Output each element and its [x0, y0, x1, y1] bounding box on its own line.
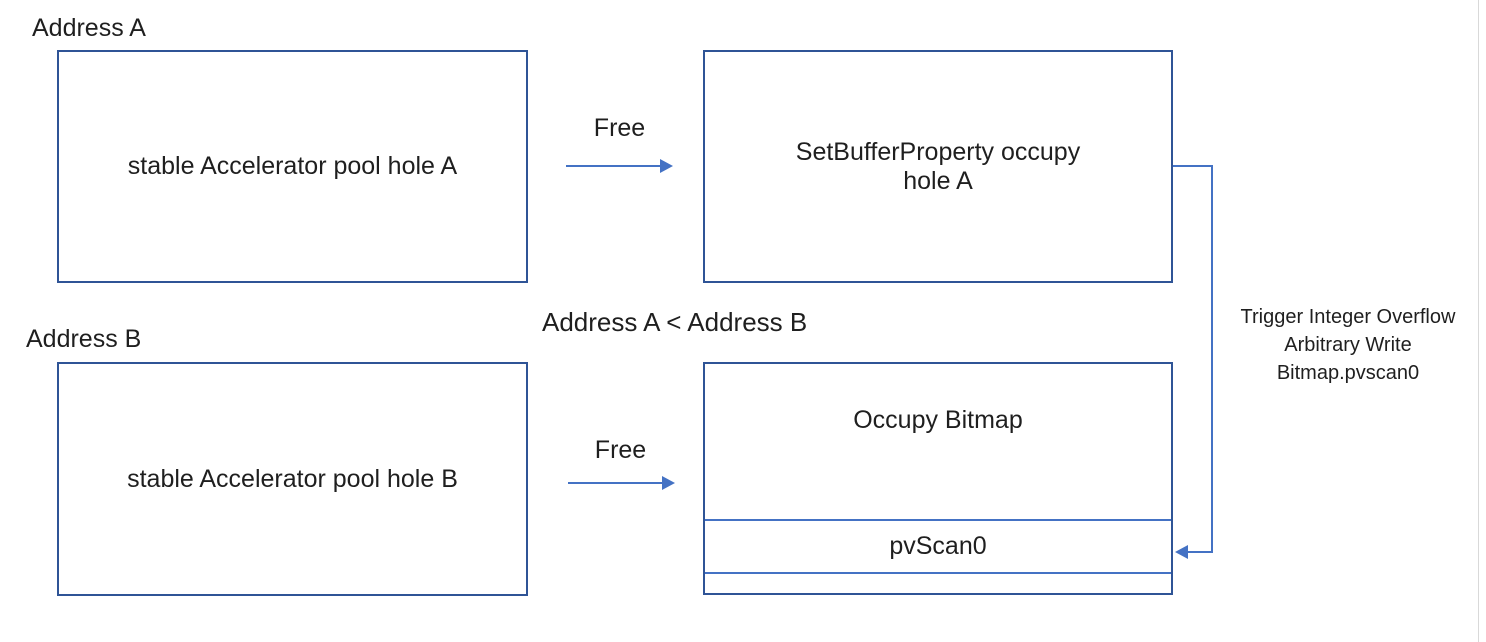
overflow-annotation-line1: Trigger Integer Overflow [1240, 306, 1456, 328]
bitmap-divider-bottom [705, 572, 1171, 574]
free-arrow-b-line [568, 482, 662, 484]
occupy-bitmap-box: Occupy Bitmap pvScan0 [703, 362, 1173, 595]
occupy-bitmap-title: Occupy Bitmap [853, 406, 1023, 434]
pvscan0-text: pvScan0 [889, 532, 987, 560]
overflow-annotation-line3: Bitmap.pvscan0 [1276, 362, 1420, 384]
address-comparison-label: Address A < Address B [542, 307, 808, 337]
free-arrow-b-arrowhead-icon [662, 476, 675, 490]
connector-segment-bottom [1187, 551, 1213, 553]
pvscan0-row: pvScan0 [705, 521, 1171, 572]
right-edge-divider [1478, 0, 1479, 642]
address-a-label: Address A [32, 14, 146, 42]
setbufferproperty-box: SetBufferProperty occupy hole A [703, 50, 1173, 283]
pool-hole-a-text: stable Accelerator pool hole A [127, 152, 458, 180]
overflow-annotation-line2: Arbitrary Write [1284, 334, 1412, 356]
connector-arrowhead-icon [1175, 545, 1188, 559]
connector-segment-vertical [1211, 165, 1213, 553]
bitmap-divider-top [705, 519, 1171, 521]
overflow-annotation: Trigger Integer Overflow Arbitrary Write… [1222, 303, 1474, 387]
setbufferproperty-text-line2: hole A [903, 166, 973, 195]
free-label-a: Free [593, 114, 646, 142]
pool-hole-b-box: stable Accelerator pool hole B [57, 362, 528, 596]
address-b-label: Address B [26, 325, 142, 353]
free-arrow-a-line [566, 165, 662, 167]
connector-segment-top [1173, 165, 1213, 167]
pool-hole-a-box: stable Accelerator pool hole A [57, 50, 528, 283]
pool-hole-b-text: stable Accelerator pool hole B [127, 464, 458, 493]
setbufferproperty-text: SetBufferProperty occupy hole A [796, 138, 1080, 196]
setbufferproperty-text-line1: SetBufferProperty occupy [795, 137, 1081, 166]
free-arrow-a-arrowhead-icon [660, 159, 673, 173]
free-label-b: Free [594, 436, 647, 464]
